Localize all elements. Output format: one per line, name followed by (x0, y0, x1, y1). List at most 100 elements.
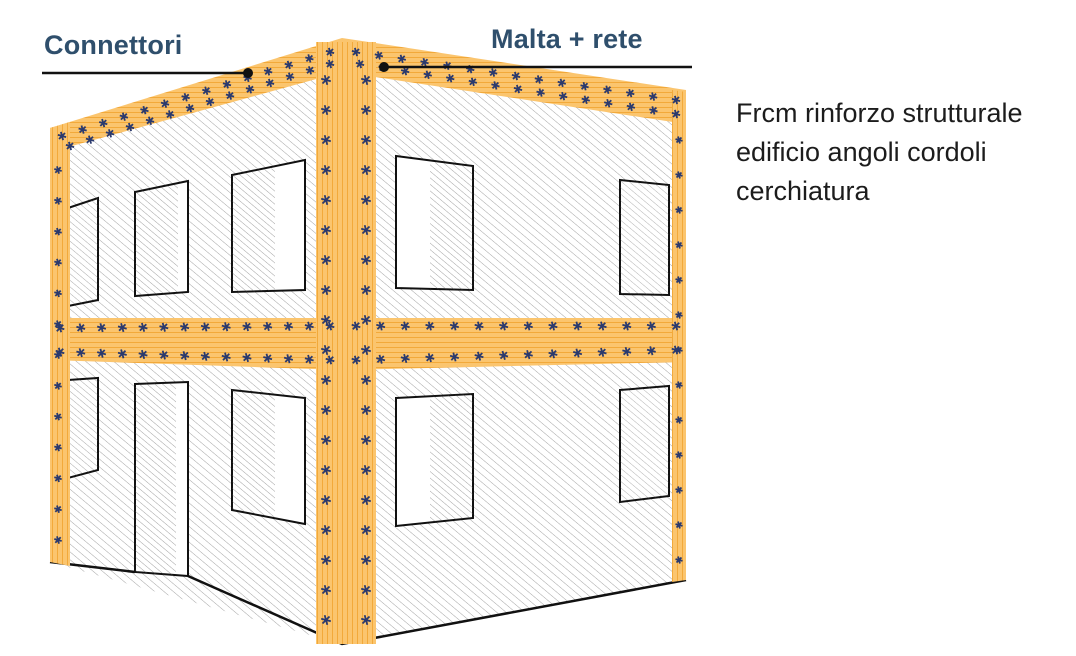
connector-mark (360, 224, 372, 236)
connector-mark (351, 355, 361, 365)
caption-line: Frcm rinforzo strutturale (736, 98, 1023, 128)
connector-mark (626, 102, 636, 112)
connector-mark (320, 464, 332, 476)
connector-mark (200, 351, 210, 361)
top-band-left (50, 38, 342, 152)
caption-line: edificio angoli cordoli (736, 137, 987, 167)
connector-mark (360, 344, 372, 356)
connector-mark (675, 276, 683, 284)
connector-mark (423, 70, 433, 80)
connector-mark (360, 494, 372, 506)
door (134, 380, 189, 578)
connector-mark (96, 323, 107, 333)
connector-mark (523, 321, 533, 331)
connector-mark (54, 196, 62, 205)
connector-mark (360, 254, 372, 266)
connector-mark (304, 354, 314, 364)
connector-mark (320, 524, 332, 536)
connector-mark (534, 75, 544, 84)
connector-mark (675, 556, 683, 564)
connector-mark (675, 451, 683, 459)
connectors-leader-dot (243, 68, 253, 78)
connector-mark (265, 78, 275, 88)
window (67, 196, 99, 308)
window (619, 178, 670, 297)
connector-mark (445, 73, 455, 83)
connector-mark (98, 118, 108, 128)
connector-mark (376, 321, 386, 331)
connector-mark (263, 67, 273, 76)
connector-mark (283, 354, 294, 364)
connector-mark (54, 351, 62, 359)
connector-mark (138, 349, 148, 360)
connector-mark (320, 554, 332, 566)
connector-mark (263, 321, 273, 332)
connector-mark (513, 84, 523, 94)
connector-mark (320, 614, 332, 626)
connector-mark (400, 321, 410, 331)
right-edge-band (672, 90, 686, 582)
left-edge-band (50, 122, 70, 566)
connector-mark (360, 314, 372, 326)
connector-mark (488, 68, 498, 77)
connector-mark (360, 554, 372, 566)
mortar-leader-dot (379, 62, 389, 72)
connector-mark (320, 314, 332, 326)
connector-mark (376, 354, 386, 364)
connector-mark (646, 346, 656, 356)
connector-mark (325, 47, 335, 57)
connector-mark (420, 57, 429, 67)
window (395, 392, 474, 528)
connector-mark (304, 321, 314, 331)
connector-mark (360, 614, 372, 626)
connector-mark (675, 311, 683, 319)
connector-mark (597, 347, 607, 357)
connector-mark (54, 381, 62, 390)
connector-mark (622, 321, 632, 331)
connector-mark (119, 112, 129, 121)
connector-mark (320, 104, 332, 116)
connector-mark (511, 71, 521, 81)
connector-mark (360, 194, 372, 206)
connector-mark (355, 59, 365, 69)
connector-mark (360, 104, 372, 116)
connector-mark (425, 353, 435, 363)
connector-mark (360, 164, 372, 176)
connector-mark (675, 241, 683, 249)
connector-mark (499, 350, 509, 360)
connector-mark (397, 54, 407, 64)
connector-mark (54, 320, 62, 329)
connectors-label: Connettori (44, 30, 183, 60)
connector-mark (221, 352, 231, 362)
connector-mark (648, 92, 658, 101)
connector-mark (320, 134, 332, 146)
connector-mark (96, 348, 107, 358)
connector-mark (117, 322, 127, 333)
window (231, 158, 306, 294)
connector-mark (205, 97, 215, 107)
window (134, 179, 189, 298)
connector-mark (572, 321, 583, 331)
connector-mark (284, 60, 294, 70)
connector-mark (675, 486, 683, 494)
connector-mark (225, 91, 235, 100)
connector-mark (360, 134, 372, 146)
connector-mark (449, 352, 460, 362)
connector-mark (78, 125, 87, 134)
connector-mark (400, 353, 410, 364)
connector-mark (474, 351, 484, 361)
connector-mark (580, 81, 589, 91)
connector-mark (603, 98, 613, 108)
connector-mark (159, 322, 169, 332)
connector-mark (320, 584, 332, 596)
connector-mark (145, 116, 155, 126)
connector-mark (360, 464, 372, 476)
connector-mark (181, 92, 190, 102)
connector-mark (222, 80, 232, 89)
connector-mark (603, 85, 612, 95)
connector-mark (320, 164, 332, 176)
connector-mark (558, 91, 568, 101)
connector-mark (675, 381, 683, 389)
connector-mark (138, 322, 148, 332)
connector-mark (400, 66, 410, 76)
